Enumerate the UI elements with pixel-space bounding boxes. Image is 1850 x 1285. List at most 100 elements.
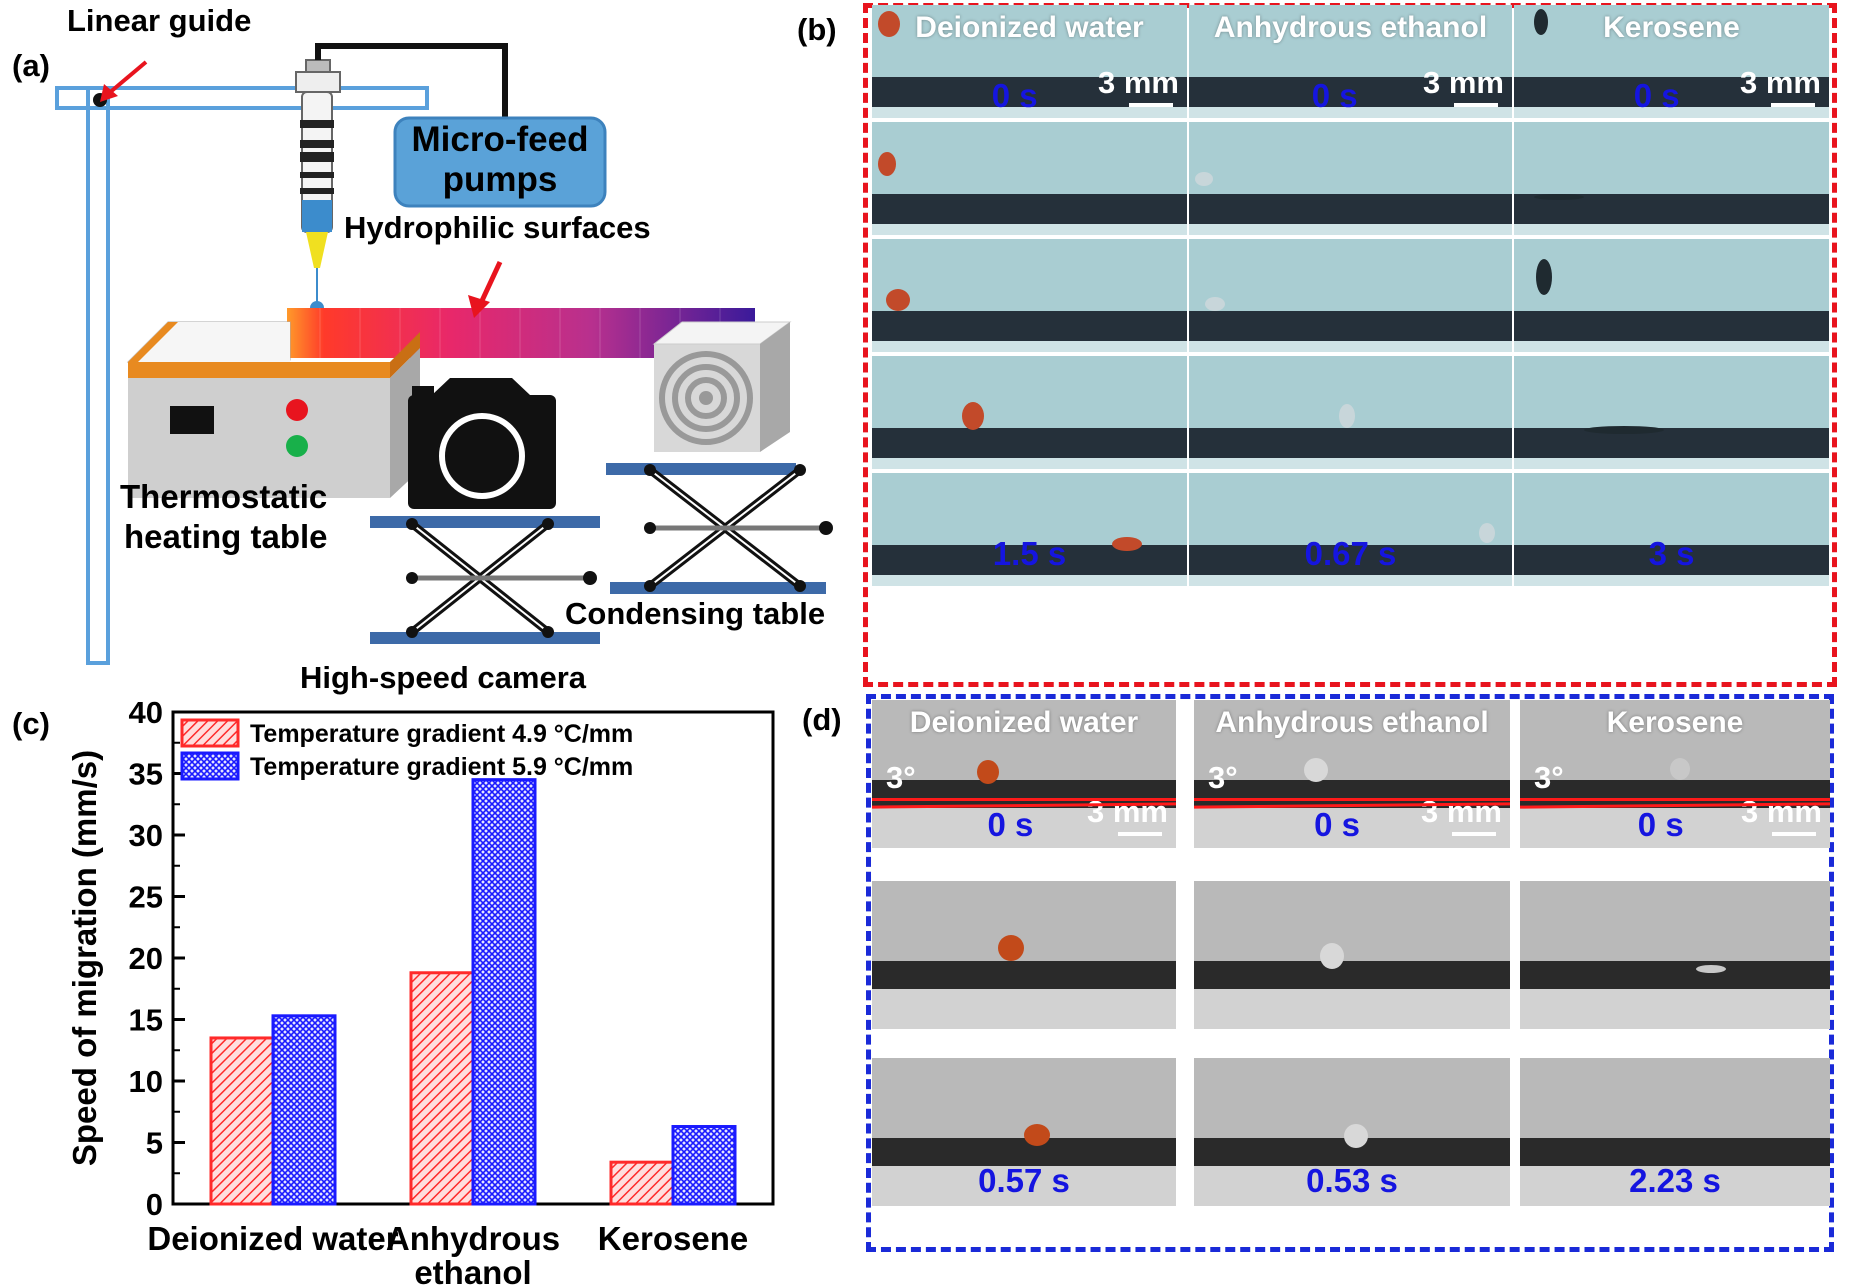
bar — [209, 1036, 275, 1206]
panel-b-end-time: 1.5 s — [992, 535, 1067, 572]
bar — [671, 1125, 737, 1206]
panel-b-droplet — [962, 402, 984, 430]
panel-b-photo-frame — [872, 122, 1187, 235]
x-tick-label: ethanol — [414, 1254, 531, 1285]
panel-d-column-title: Anhydrous ethanol — [1215, 706, 1489, 739]
panel-b-scale-bar — [1454, 103, 1498, 107]
panel-b-under-region — [872, 458, 1187, 469]
panel-b-droplet — [1339, 404, 1355, 428]
y-tick-label: 40 — [129, 695, 163, 730]
heating-table-label-line1: Thermostatic — [120, 478, 328, 515]
y-tick-label: 10 — [129, 1064, 163, 1099]
panel-b-droplet — [1584, 426, 1664, 434]
panel-b-under-region — [1514, 341, 1829, 352]
panel-b-photo-frame: Kerosene 0 s 3 mm — [1514, 5, 1829, 118]
panel-b-photo-frame — [1189, 356, 1512, 469]
panel-b-photo-frame: 1.5 s — [872, 473, 1187, 586]
legend-label: Temperature gradient 5.9 °C/mm — [250, 753, 633, 781]
panel-b-substrate-band — [1514, 77, 1829, 107]
panel-b-scale-label: 3 mm — [1740, 65, 1821, 100]
panel-d-tilt-angle: 3° — [1208, 760, 1238, 795]
panel-b-start-time: 0 s — [1633, 77, 1680, 114]
panel-a-label: (a) — [12, 48, 50, 83]
y-tick-label: 5 — [146, 1126, 163, 1161]
panel-b-substrate-band — [872, 77, 1187, 107]
panel-d-scale-bar — [1772, 832, 1816, 836]
panel-d-start-time: 0 s — [987, 806, 1034, 843]
panel-d-under-region — [1520, 808, 1830, 848]
panel-b-droplet — [1536, 259, 1552, 295]
panel-d-droplet — [1696, 965, 1726, 973]
panel-d-tilt-line — [872, 798, 1176, 801]
linear-guide-label: Linear guide — [67, 3, 252, 38]
legend-swatch — [180, 751, 240, 781]
panel-b-under-region — [1514, 107, 1829, 118]
panel-b-under-region — [1189, 575, 1512, 586]
panel-d-droplet — [1304, 758, 1328, 782]
panel-d-droplet — [1344, 1124, 1368, 1148]
panel-b-under-region — [1514, 575, 1829, 586]
bar — [471, 778, 537, 1206]
panel-b-under-region — [872, 224, 1187, 235]
panel-d-column-title: Deionized water — [909, 706, 1139, 739]
panel-d-droplet — [1670, 758, 1690, 780]
panel-b-droplet — [878, 11, 900, 37]
panel-d-start-time: 0 s — [1637, 806, 1684, 843]
camera-icon — [408, 378, 556, 509]
bar — [271, 1014, 337, 1206]
legend-swatch — [180, 718, 240, 748]
panel-b-droplet — [878, 152, 896, 176]
panel-b-substrate-band — [872, 194, 1187, 224]
high-speed-camera-label: High-speed camera — [300, 660, 586, 695]
syringe-icon — [295, 59, 341, 315]
panel-b-under-region — [872, 107, 1187, 118]
heating-table — [126, 321, 420, 498]
panel-b-under-region — [1189, 341, 1512, 352]
micro-feed-pump-box — [393, 116, 607, 208]
panel-d-tilt-angle: 3° — [886, 760, 916, 795]
panel-b-photo-frame: 3 s — [1514, 473, 1829, 586]
panel-d-droplet — [977, 760, 999, 784]
panel-b-droplet — [1534, 9, 1548, 35]
panel-b-droplet — [1195, 172, 1213, 186]
panel-d-under-region — [872, 989, 1176, 1029]
x-tick-label: Deionized water — [147, 1220, 398, 1257]
panel-b-under-region — [1189, 224, 1512, 235]
panel-b-scale-label: 3 mm — [1423, 65, 1504, 100]
panel-b-droplet — [1205, 297, 1225, 311]
pumps-label-line2: pumps — [442, 160, 558, 199]
panel-b-end-time: 0.67 s — [1304, 535, 1397, 572]
panel-b-column-title: Kerosene — [1603, 11, 1740, 44]
panel-b-start-time: 0 s — [991, 77, 1038, 114]
panel-b-under-region — [1189, 458, 1512, 469]
panel-d-tilt-line — [1194, 798, 1510, 801]
panel-b-under-region — [1514, 224, 1829, 235]
panel-b-substrate-band — [1189, 545, 1512, 575]
panel-d-under-region — [1520, 1166, 1830, 1206]
y-tick-label: 30 — [129, 818, 163, 853]
y-tick-label: 25 — [129, 880, 163, 915]
panel-b-substrate-band — [872, 428, 1187, 458]
y-tick-label: 35 — [129, 757, 163, 792]
panel-b-photo-frame — [1514, 356, 1829, 469]
panel-d-photo-frame — [872, 881, 1176, 1029]
panel-b-column-title: Anhydrous ethanol — [1213, 11, 1488, 44]
panel-d-photo-frame — [1194, 881, 1510, 1029]
panel-b-under-region — [1189, 107, 1512, 118]
guide-arrow-head — [100, 84, 118, 102]
panel-b-droplet — [1534, 194, 1584, 200]
schematic-diagram — [55, 43, 833, 665]
panel-d-substrate-band — [872, 961, 1176, 989]
panel-b-scale-label: 3 mm — [1098, 65, 1179, 100]
panel-b-substrate-band — [872, 311, 1187, 341]
guide-arrow — [106, 60, 148, 96]
panel-d-end-time: 0.57 s — [978, 1162, 1070, 1199]
panel-b-substrate-band — [1189, 194, 1512, 224]
panel-b-end-time: 3 s — [1648, 535, 1695, 572]
panel-d-start-time: 0 s — [1314, 806, 1360, 843]
